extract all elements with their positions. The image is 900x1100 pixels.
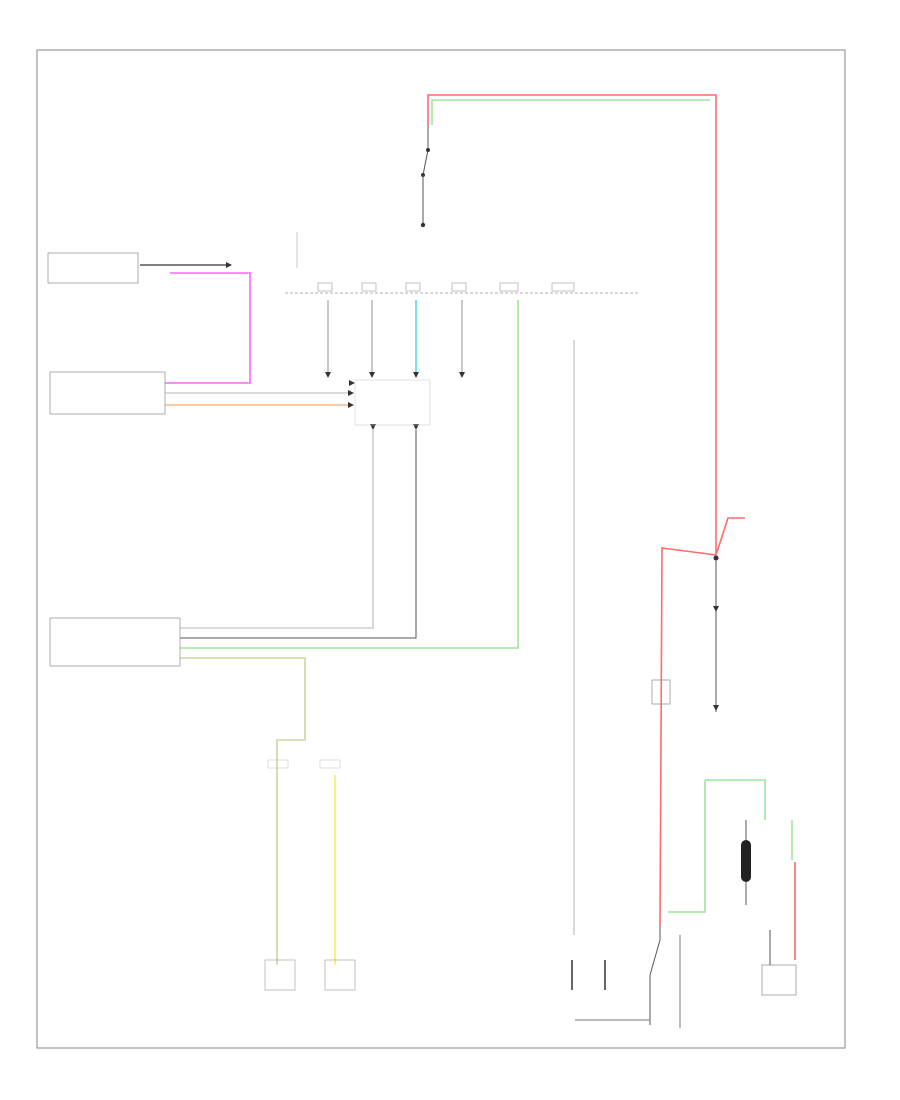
battery-sensor [651, 679, 671, 705]
green-wire-solenoid-top [705, 779, 766, 820]
ignition-switch-box [47, 252, 232, 284]
trans-sensor-2 [324, 959, 356, 991]
fuse-4 [451, 282, 467, 292]
wireless-module [49, 371, 166, 415]
red-wire-group [427, 94, 796, 960]
module-input-arrows [348, 380, 419, 430]
green-wire-solenoid-side [668, 780, 706, 913]
battery-junction [713, 555, 719, 712]
wireless-module-box [49, 371, 166, 415]
transmission-sensor-connectors [264, 759, 356, 991]
starter-contacts [571, 925, 681, 1028]
pcm-box [49, 617, 181, 667]
fuse-3 [405, 282, 421, 292]
trans-sensor-1 [264, 959, 296, 991]
starter-solenoid [741, 820, 751, 905]
fuse-output-arrows [325, 372, 465, 378]
red-wire-to-starter [659, 547, 717, 926]
fuse-5 [499, 282, 519, 292]
fuse-1 [317, 282, 333, 292]
red-wire-top [427, 94, 717, 555]
magenta-wire [165, 272, 251, 384]
pcm [49, 617, 181, 667]
center-module [354, 379, 431, 426]
fuse-symbols [317, 282, 575, 292]
olive-wire [180, 657, 306, 965]
red-wire-to-distribution [715, 517, 745, 556]
fuse-2 [361, 282, 377, 292]
top-fuse-relay [420, 125, 430, 228]
fuse-6 [551, 282, 575, 292]
generator-box [761, 964, 797, 996]
transmission-wires [180, 657, 336, 965]
diagram-frame [36, 49, 846, 1049]
green-wire-group [180, 99, 793, 913]
solenoid-coil [741, 840, 751, 882]
ignition-switch [47, 252, 139, 284]
fuse-outputs [327, 300, 463, 372]
green-wire-pcm [180, 300, 519, 649]
generator [761, 930, 797, 996]
dark-wire-pcm [180, 430, 417, 639]
green-wire-top [431, 99, 710, 125]
gray-wire-pcm-1 [180, 430, 374, 629]
gray-wires [165, 340, 575, 935]
